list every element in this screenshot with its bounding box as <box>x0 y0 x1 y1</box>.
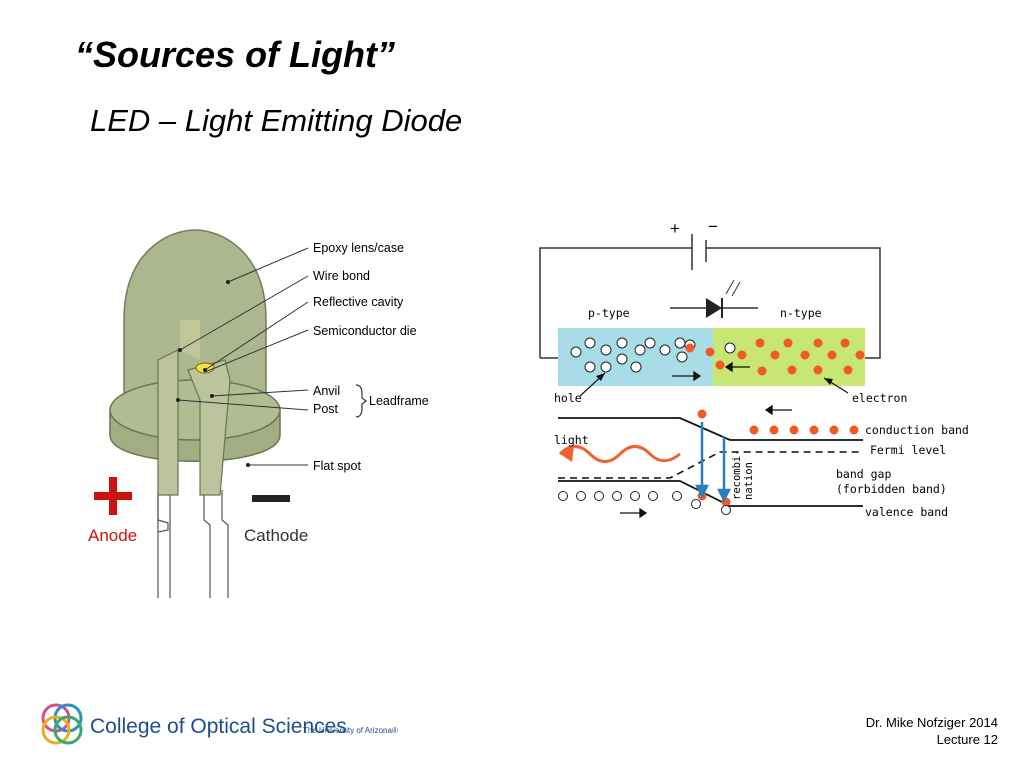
label-forbidden-band: (forbidden band) <box>836 482 947 496</box>
recombination-arrows <box>694 422 732 503</box>
band-diagram: + − p-type n-type hole electron <box>539 217 969 519</box>
label-post: Post <box>313 402 339 416</box>
cathode-minus-icon <box>252 495 290 502</box>
label-leadframe: Leadframe <box>369 394 429 408</box>
diode-symbol-icon <box>670 279 758 318</box>
label-wire-bond: Wire bond <box>313 269 370 283</box>
label-anode: Anode <box>88 526 137 545</box>
logo-emblem-icon <box>41 703 83 745</box>
label-conduction-band: conduction band <box>865 423 969 437</box>
label-cathode: Cathode <box>244 526 308 545</box>
anode-plus-icon <box>94 477 132 515</box>
logo-text: College of Optical Sciences <box>90 715 347 738</box>
label-epoxy: Epoxy lens/case <box>313 241 404 255</box>
fermi-level-line <box>558 451 863 479</box>
light-wave-icon <box>558 445 681 463</box>
battery-plus: + <box>670 219 680 238</box>
footer-author: Dr. Mike Nofziger 2014 <box>865 715 998 730</box>
label-recombination-1: recombi- <box>731 449 743 500</box>
label-reflective-cavity: Reflective cavity <box>313 295 404 309</box>
label-anvil: Anvil <box>313 384 340 398</box>
slide-subtitle: LED – Light Emitting Diode <box>90 103 463 138</box>
label-light: light <box>554 433 589 447</box>
label-band-gap: band gap <box>836 467 891 481</box>
leader-lines <box>177 247 309 466</box>
footer-lecture: Lecture 12 <box>936 732 998 747</box>
label-electron: electron <box>852 391 907 405</box>
led-leads <box>157 490 229 598</box>
label-hole: hole <box>554 391 582 405</box>
college-logo: College of Optical Sciences The Universi… <box>41 703 398 745</box>
label-recombination-2: nation <box>743 462 755 500</box>
label-fermi-level: Fermi level <box>870 443 946 457</box>
leadframe-internal <box>157 349 231 496</box>
led-diagram: Epoxy lens/case Wire bond Reflective cav… <box>88 229 429 598</box>
drift-arrows <box>672 361 750 382</box>
leadframe-brace <box>355 384 367 418</box>
label-semiconductor-die: Semiconductor die <box>313 324 417 338</box>
slide-title: “Sources of Light” <box>75 34 396 75</box>
label-n-type: n-type <box>780 306 822 320</box>
p-region <box>558 328 713 386</box>
label-flat-spot: Flat spot <box>313 459 361 473</box>
circuit-wire <box>539 234 881 359</box>
electrons-group <box>685 338 865 376</box>
logo-subtext: The University of Arizona® <box>303 726 398 735</box>
epoxy-case <box>109 229 281 462</box>
holes-group <box>570 337 736 373</box>
battery-minus: − <box>708 217 718 236</box>
label-p-type: p-type <box>588 306 630 320</box>
label-valence-band: valence band <box>865 505 948 519</box>
n-region <box>713 328 865 386</box>
